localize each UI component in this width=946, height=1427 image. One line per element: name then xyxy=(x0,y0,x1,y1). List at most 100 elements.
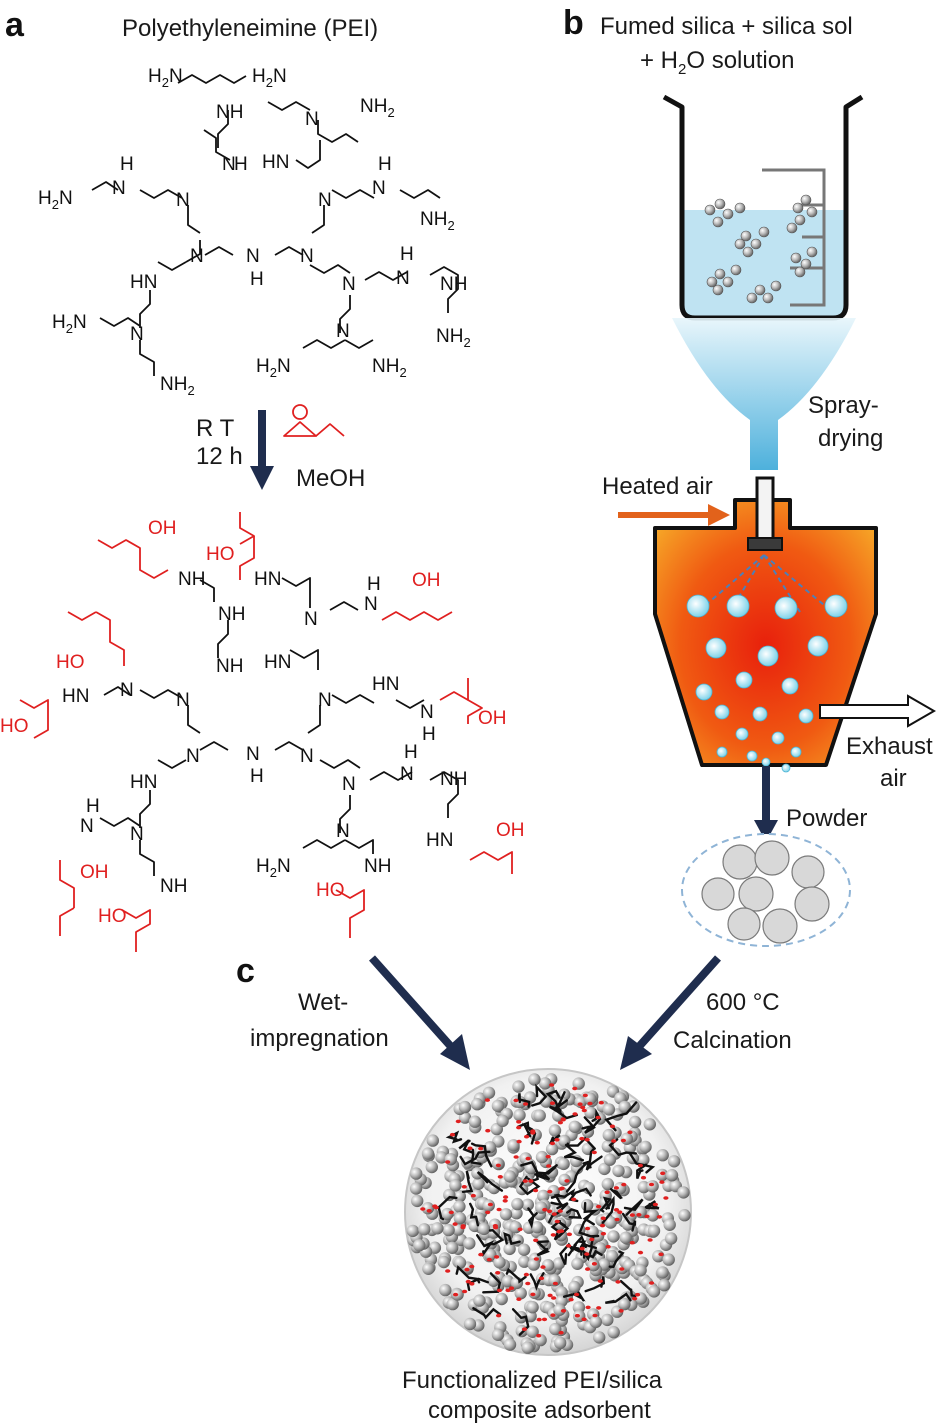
svg-text:N: N xyxy=(318,190,332,211)
silica-ball xyxy=(545,1142,559,1156)
silica-ball xyxy=(517,1243,531,1256)
calc-line2: Calcination xyxy=(673,1027,792,1054)
hydroxyl-mark xyxy=(496,1207,502,1212)
hydroxyl-mark xyxy=(523,1272,530,1277)
silica-ball xyxy=(639,1140,652,1154)
pei-chain xyxy=(623,1198,644,1216)
svg-text:HO: HO xyxy=(206,544,235,565)
svg-text:H: H xyxy=(234,154,248,175)
svg-text:H2N: H2N xyxy=(52,312,87,336)
silica-ball xyxy=(499,1208,513,1221)
hydroxyl-mark xyxy=(596,1306,602,1310)
svg-text:OH: OH xyxy=(478,708,507,729)
svg-text:H: H xyxy=(422,724,436,745)
silica-ball xyxy=(507,1139,520,1152)
svg-text:N: N xyxy=(372,178,386,199)
exhaust-line2: air xyxy=(880,765,907,792)
hydroxyl-mark xyxy=(589,1237,595,1242)
hydroxyl-mark xyxy=(658,1252,664,1257)
exhaust-arrow xyxy=(819,694,937,728)
hydroxyl-mark xyxy=(523,1102,529,1106)
hydroxyl-mark xyxy=(484,1098,490,1102)
pei-chain xyxy=(589,1108,602,1131)
silica-ball xyxy=(431,1222,444,1235)
pei-chain xyxy=(619,1280,637,1298)
pei-chain xyxy=(563,1143,584,1162)
silica-ball xyxy=(503,1338,517,1351)
pei-chain xyxy=(566,1136,596,1150)
svg-text:H: H xyxy=(120,154,134,175)
svg-text:NH2: NH2 xyxy=(160,374,195,398)
hydroxyl-mark xyxy=(536,1317,542,1322)
hydroxyl-mark xyxy=(516,1297,522,1301)
svg-text:OH: OH xyxy=(80,862,109,883)
hydroxyl-mark xyxy=(632,1296,638,1301)
hydroxyl-mark xyxy=(597,1279,603,1283)
hydroxyl-mark xyxy=(557,1209,563,1213)
silica-ball xyxy=(678,1209,691,1222)
hydroxyl-mark xyxy=(525,1281,531,1286)
silica-ball xyxy=(437,1255,450,1269)
hydroxyl-mark xyxy=(505,1288,511,1293)
silica-ball xyxy=(602,1103,616,1116)
svg-text:N: N xyxy=(190,246,204,267)
silica-ball xyxy=(601,1313,614,1327)
hydroxyl-mark xyxy=(627,1130,633,1135)
hydroxyl-mark xyxy=(604,1190,610,1195)
spray-cone xyxy=(672,318,856,470)
svg-text:N: N xyxy=(318,690,332,711)
silica-ball xyxy=(568,1120,581,1134)
svg-text:HN: HN xyxy=(62,686,89,707)
hydroxyl-mark xyxy=(556,1229,562,1234)
hydroxyl-mark xyxy=(582,1093,588,1098)
svg-text:N: N xyxy=(305,109,319,130)
silica-ball xyxy=(646,1209,659,1222)
hydroxyl-mark xyxy=(495,1163,501,1168)
svg-text:NH: NH xyxy=(440,769,467,790)
hydroxyl-mark xyxy=(564,1179,570,1183)
hydroxyl-mark xyxy=(648,1182,655,1187)
feed-title-line2: + H2O solution xyxy=(640,47,794,78)
wet-impregnation-arrow xyxy=(369,955,470,1070)
hydroxyl-mark xyxy=(559,1186,565,1191)
hydroxyl-mark xyxy=(453,1292,459,1297)
pei-structure: H2N NH N H H2N N NH2 HN H N H2N N N H N … xyxy=(38,66,471,398)
silica-ball xyxy=(549,1322,562,1336)
silica-ball xyxy=(449,1179,462,1192)
svg-text:H: H xyxy=(400,244,414,265)
spray-drying-line2: drying xyxy=(818,425,883,452)
hydroxyl-mark xyxy=(445,1269,451,1273)
silica-ball xyxy=(598,1162,611,1176)
silica-ball xyxy=(545,1166,559,1179)
heated-air-label: Heated air xyxy=(602,473,713,500)
silica-ball xyxy=(658,1279,671,1292)
hydroxyl-mark xyxy=(533,1257,540,1261)
silica-ball xyxy=(665,1169,679,1182)
silica-ball xyxy=(620,1132,633,1146)
svg-text:H2N: H2N xyxy=(256,856,291,880)
silica-ball xyxy=(628,1115,642,1129)
hydroxyl-mark xyxy=(560,1117,566,1121)
feed-title-line1: Fumed silica + silica sol xyxy=(600,13,853,40)
hydroxyl-mark xyxy=(640,1175,647,1180)
silica-ball xyxy=(553,1303,566,1317)
pei-title: Polyethyleneimine (PEI) xyxy=(122,15,378,42)
pei-chain xyxy=(534,1166,557,1180)
silica-ball xyxy=(510,1207,523,1220)
svg-text:N: N xyxy=(342,274,356,295)
svg-text:N: N xyxy=(336,821,350,842)
pei-chain xyxy=(531,1083,548,1107)
hydroxyl-mark xyxy=(585,1267,591,1271)
silica-ball xyxy=(471,1098,484,1111)
hydroxyl-mark xyxy=(659,1180,665,1184)
silica-ball xyxy=(503,1170,517,1183)
pei-chain xyxy=(470,1148,482,1165)
svg-text:NH2: NH2 xyxy=(436,326,471,350)
silica-ball xyxy=(406,1224,419,1238)
hydroxyl-mark xyxy=(600,1231,607,1236)
silica-ball xyxy=(458,1100,472,1114)
hydroxyl-mark xyxy=(613,1186,620,1190)
silica-ball xyxy=(601,1177,614,1191)
silica-ball xyxy=(572,1301,586,1314)
product-line2: composite adsorbent xyxy=(428,1397,651,1424)
